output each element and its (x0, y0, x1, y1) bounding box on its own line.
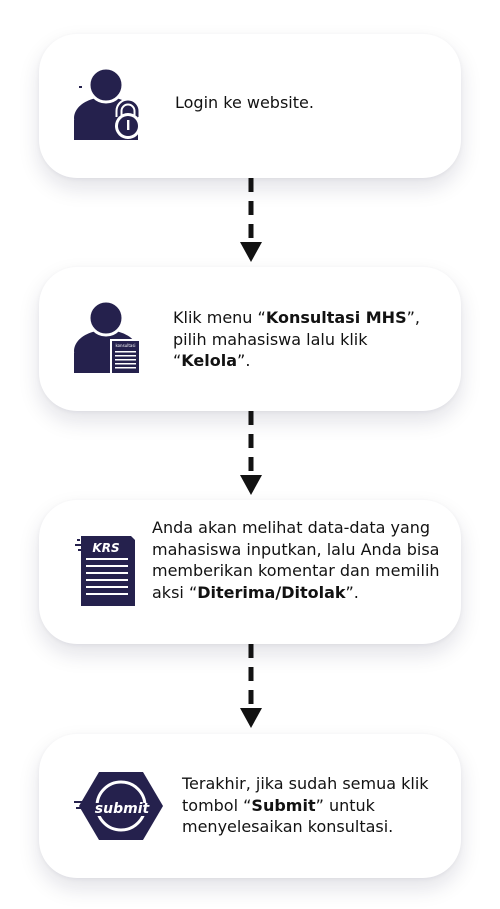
step-text-segment: Klik menu “ (173, 308, 266, 327)
step-card-2: konsultasi Klik menu “Konsultasi MHS”, p… (39, 267, 461, 411)
step-text-segment: Anda akan melihat data-data yang mahasis… (152, 518, 440, 602)
user-lock-icon (73, 66, 143, 140)
step-text-segment: ”. (345, 582, 359, 602)
step-card-3: KRS Anda akan melihat data-data yang mah… (39, 500, 461, 644)
step-2-text: Klik menu “Konsultasi MHS”, pilih mahasi… (173, 307, 443, 372)
down-arrow-icon (240, 178, 262, 268)
step-1-text: Login ke website. (175, 92, 435, 114)
step-text-segment: Login ke website. (175, 93, 314, 112)
step-text-segment: ”, pilih mahasiswa lalu klik “ (173, 308, 420, 370)
step-text-segment: ” untuk menyelesaikan konsultasi. (182, 795, 394, 837)
document-label: KRS (92, 541, 119, 555)
step-card-1: Login ke website. (39, 34, 461, 178)
krs-document-icon: KRS (75, 536, 139, 608)
badge-label: submit (95, 801, 151, 817)
down-arrow-icon (240, 644, 262, 734)
submit-badge-icon: submit (74, 770, 164, 842)
step-text-emphasis: Konsultasi MHS (265, 308, 407, 327)
step-card-4: submit Terakhir, jika sudah semua klik t… (39, 734, 461, 878)
step-text-segment: ”. (237, 351, 251, 370)
step-text-segment: Terakhir, jika sudah semua klik tombol “ (182, 774, 429, 815)
user-document-icon: konsultasi (73, 299, 143, 373)
step-text-emphasis: Kelola (181, 351, 238, 370)
down-arrow-icon (240, 411, 262, 501)
step-3-text: Anda akan melihat data-data yang mahasis… (152, 517, 447, 603)
document-label: konsultasi (115, 343, 135, 348)
step-text-emphasis: Submit (251, 795, 316, 815)
step-text-emphasis: Diterima/Ditolak (197, 582, 346, 602)
step-4-text: Terakhir, jika sudah semua klik tombol “… (182, 773, 442, 838)
